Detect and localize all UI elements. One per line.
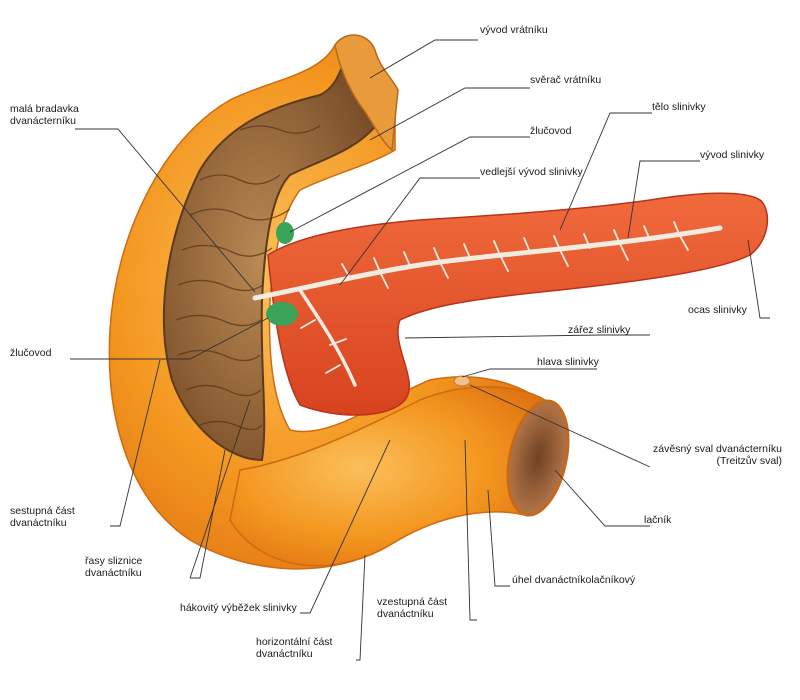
treitz-muscle: [453, 375, 471, 387]
label-hakovity: hákovitý výběžek slinivky: [180, 602, 297, 614]
label-zarez-slinivky: zářez slinivky: [568, 324, 631, 336]
mucosal-folds: [175, 125, 321, 431]
label-zlucovod-left: žlučovod: [10, 347, 52, 359]
label-zavesny-sval: závěsný sval dvanácterníku(Treitzův sval…: [653, 443, 782, 467]
pancreas: [267, 192, 769, 416]
leader-lines: [70, 39, 770, 661]
bile-duct-upper: [276, 222, 294, 244]
jejunum-lumen: [506, 399, 570, 517]
label-hlava-slinivky: hlava slinivky: [537, 356, 599, 368]
duodenal-mucosa: [162, 58, 382, 462]
label-vedlejsi-vyvod: vedlejší vývod slinivky: [480, 166, 583, 178]
label-vyvod-slinivky: vývod slinivky: [700, 149, 765, 161]
label-ocas-slinivky: ocas slinivky: [688, 304, 747, 316]
pylorus: [334, 34, 399, 152]
label-telo-slinivky: tělo slinivky: [652, 101, 706, 113]
pancreatic-ducts: [252, 221, 723, 387]
label-zlucovod-top: žlučovod: [530, 125, 572, 137]
label-sverac-vratniku: svěrač vrátníku: [530, 74, 602, 86]
label-uhel: úhel dvanáctníkolačníkový: [512, 574, 636, 586]
bile-duct-lower: [266, 302, 298, 326]
label-lacnik: lačník: [644, 514, 672, 526]
label-vyvod-vratniku: vývod vrátníku: [480, 24, 548, 36]
